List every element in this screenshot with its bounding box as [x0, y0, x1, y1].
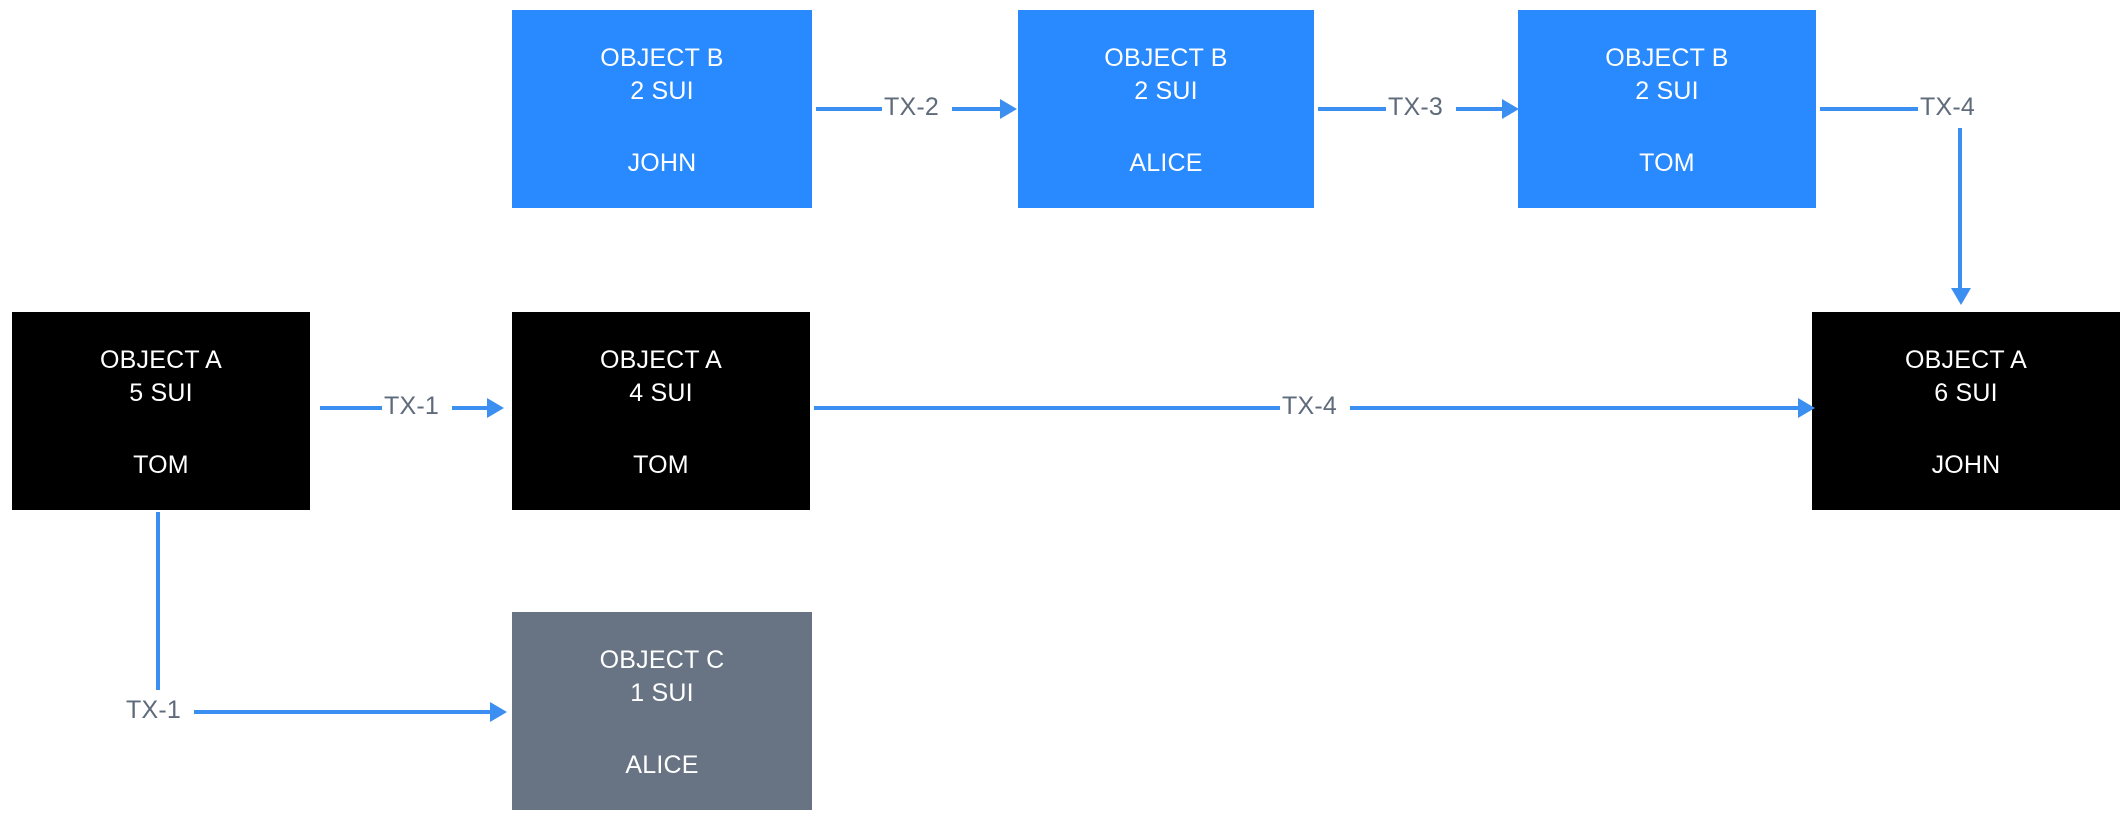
node-title-block: OBJECT B 2 SUI: [1018, 42, 1314, 107]
node-label: OBJECT B: [1605, 44, 1729, 72]
node-title-block: OBJECT A 6 SUI: [1812, 344, 2120, 409]
node-amount: 1 SUI: [630, 678, 694, 707]
edge-label-tx-4-merge-a: TX-4: [1280, 392, 1339, 421]
node-label: OBJECT C: [599, 646, 725, 674]
node-owner-block: JOHN: [1812, 449, 2120, 482]
node-owner: TOM: [1639, 149, 1695, 177]
node-owner-block: TOM: [1518, 147, 1816, 180]
edge-tx-3-line-right: [1456, 107, 1504, 111]
edge-tx-1a-line-right: [452, 406, 488, 410]
edge-tx-3-arrowhead-icon: [1502, 99, 1519, 119]
node-owner: ALICE: [1129, 149, 1203, 177]
node-object-a-4sui-tom[interactable]: OBJECT A 4 SUI TOM: [512, 312, 810, 510]
node-label: OBJECT A: [99, 346, 222, 374]
node-owner: ALICE: [625, 751, 699, 779]
node-object-a-5sui-tom[interactable]: OBJECT A 5 SUI TOM: [12, 312, 310, 510]
edge-tx-3-line-left: [1318, 107, 1386, 111]
node-label: OBJECT A: [1904, 346, 2027, 374]
node-title-block: OBJECT A 5 SUI: [12, 344, 310, 409]
node-title-block: OBJECT B 2 SUI: [1518, 42, 1816, 107]
edge-tx-4a-line-left: [814, 406, 1280, 410]
node-title-block: OBJECT C 1 SUI: [512, 644, 812, 709]
node-title-block: OBJECT A 4 SUI: [512, 344, 810, 409]
edge-tx-2-line-right: [952, 107, 1002, 111]
edge-tx-1a-line-left: [320, 406, 382, 410]
edge-label-tx-1-split-c: TX-1: [124, 696, 183, 725]
edge-tx-2-arrowhead-icon: [1000, 99, 1017, 119]
node-object-b-2sui-john[interactable]: OBJECT B 2 SUI JOHN: [512, 10, 812, 208]
node-owner-block: TOM: [512, 449, 810, 482]
node-label: OBJECT A: [599, 346, 722, 374]
edge-tx-1c-line-vertical: [156, 512, 160, 690]
edge-tx-4b-line-horizontal: [1820, 107, 1918, 111]
node-owner-block: JOHN: [512, 147, 812, 180]
node-label: OBJECT B: [600, 44, 724, 72]
node-amount: 2 SUI: [630, 76, 694, 105]
edge-tx-1c-line-horizontal: [194, 710, 492, 714]
node-amount: 4 SUI: [629, 378, 693, 407]
node-owner-block: TOM: [12, 449, 310, 482]
edge-tx-4a-arrowhead-icon: [1798, 398, 1815, 418]
edge-tx-4b-line-vertical: [1958, 128, 1962, 290]
node-object-b-2sui-alice[interactable]: OBJECT B 2 SUI ALICE: [1018, 10, 1314, 208]
edge-tx-1a-arrowhead-icon: [487, 398, 504, 418]
node-owner-block: ALICE: [1018, 147, 1314, 180]
node-amount: 2 SUI: [1134, 76, 1198, 105]
node-owner: JOHN: [1931, 451, 2001, 479]
edge-label-tx-4-merge-b: TX-4: [1918, 93, 1977, 122]
node-label: OBJECT B: [1104, 44, 1228, 72]
node-object-b-2sui-tom[interactable]: OBJECT B 2 SUI TOM: [1518, 10, 1816, 208]
node-owner: JOHN: [627, 149, 697, 177]
node-owner-block: ALICE: [512, 749, 812, 782]
node-amount: 2 SUI: [1635, 76, 1699, 105]
edge-label-tx-2: TX-2: [882, 93, 941, 122]
node-amount: 5 SUI: [129, 378, 193, 407]
edge-tx-1c-arrowhead-icon: [490, 702, 507, 722]
edge-tx-4a-line-right: [1350, 406, 1800, 410]
edge-label-tx-1-split-a: TX-1: [382, 392, 441, 421]
edge-tx-2-line-left: [816, 107, 882, 111]
node-object-a-6sui-john[interactable]: OBJECT A 6 SUI JOHN: [1812, 312, 2120, 510]
edge-label-tx-3: TX-3: [1386, 93, 1445, 122]
node-title-block: OBJECT B 2 SUI: [512, 42, 812, 107]
node-object-c-1sui-alice[interactable]: OBJECT C 1 SUI ALICE: [512, 612, 812, 810]
node-amount: 6 SUI: [1934, 378, 1998, 407]
node-owner: TOM: [633, 451, 689, 479]
node-owner: TOM: [133, 451, 189, 479]
edge-tx-4b-arrowhead-icon: [1951, 288, 1971, 305]
